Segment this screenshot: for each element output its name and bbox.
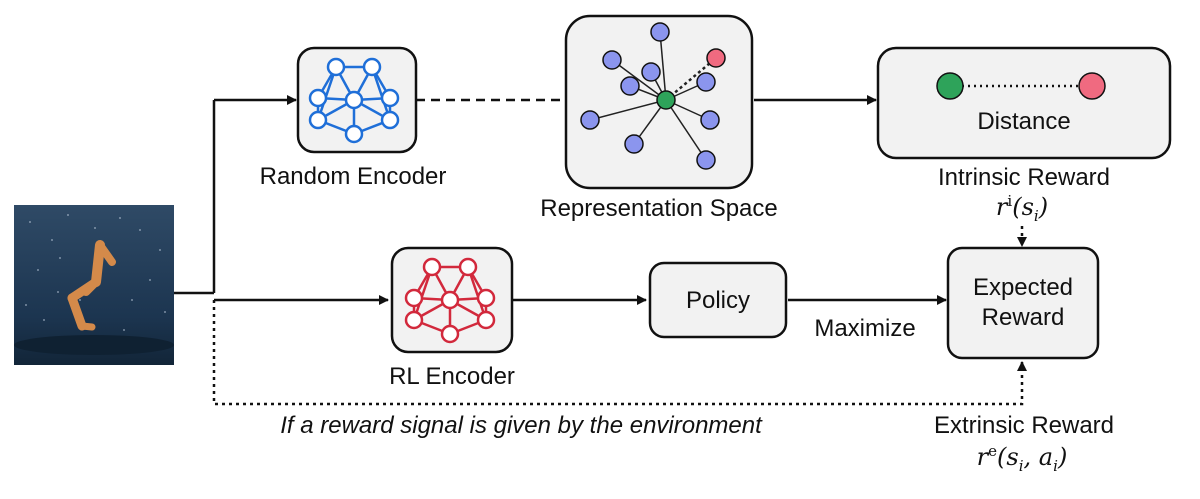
- random-encoder-network-icon: [308, 57, 400, 144]
- intrinsic-reward-label: Intrinsic Reward: [937, 164, 1111, 191]
- representation-space-box: [564, 14, 754, 190]
- policy-box: [648, 261, 788, 339]
- representation-point: [620, 76, 640, 96]
- expected-reward-box: [946, 246, 1100, 360]
- star-field: [25, 214, 166, 331]
- walker-figure: [67, 240, 116, 331]
- expected-reward-line-2: Reward: [981, 304, 1065, 331]
- floor-shadow: [14, 335, 174, 355]
- intrinsic-reward-formula: ri(si): [995, 192, 1049, 225]
- representation-point: [650, 22, 670, 42]
- rl-encoder-label: RL Encoder: [389, 363, 515, 390]
- extrinsic-reward-formula: re(si, ai): [976, 442, 1068, 475]
- connectors: [174, 95, 1027, 406]
- rl-encoder-network-icon: [404, 257, 496, 344]
- representation-space-label: Representation Space: [540, 195, 778, 222]
- nearest-neighbor-point: [706, 48, 726, 68]
- extrinsic-reward-label: Extrinsic Reward: [933, 412, 1115, 439]
- representation-point: [641, 62, 661, 82]
- random-encoder-box: [296, 46, 418, 154]
- maximize-label: Maximize: [814, 315, 916, 342]
- representation-point: [700, 110, 720, 130]
- anchor-point: [936, 72, 964, 100]
- distance-label: Distance: [977, 108, 1071, 135]
- random-encoder-label: Random Encoder: [259, 163, 447, 190]
- environment-frame: [14, 205, 174, 365]
- representation-point: [602, 50, 622, 70]
- policy-label: Policy: [685, 287, 751, 314]
- anchor-point: [656, 90, 676, 110]
- expected-reward-label: Expected Reward: [948, 273, 1098, 333]
- reward-condition-note: If a reward signal is given by the envir…: [280, 412, 762, 439]
- representation-point: [580, 110, 600, 130]
- nearest-neighbor-point: [1078, 72, 1106, 100]
- rl-encoder-box: [390, 246, 514, 354]
- expected-reward-line-1: Expected: [972, 274, 1074, 301]
- representation-point: [696, 150, 716, 170]
- dotted-path-extrinsic: [212, 300, 1027, 406]
- distance-box: [876, 46, 1172, 160]
- representation-point: [624, 134, 644, 154]
- representation-point: [696, 72, 716, 92]
